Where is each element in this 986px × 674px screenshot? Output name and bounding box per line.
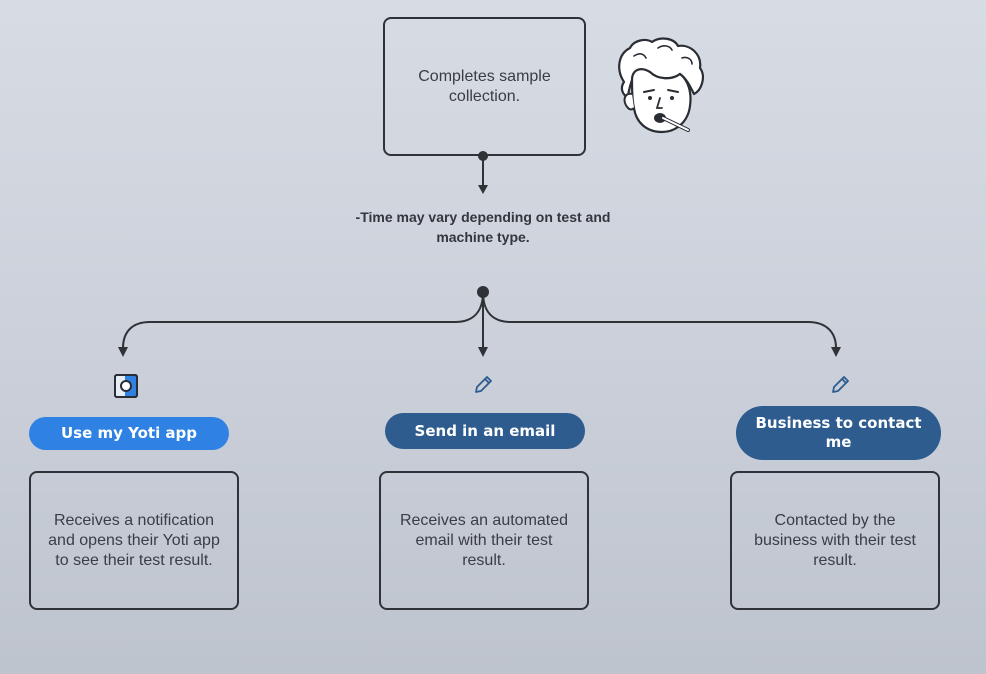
send-email-button[interactable]: Send in an email (385, 413, 585, 449)
branch-left-line (122, 291, 484, 349)
branch-left-arrowhead (118, 347, 128, 357)
branch-right-line (482, 291, 837, 349)
yoti-app-description-card: Receives a notification and opens their … (29, 471, 239, 610)
business-contact-label: Business to contact me (755, 414, 922, 451)
business-description: Contacted by the business with their tes… (754, 511, 916, 569)
top-connector-dot (478, 151, 488, 161)
yoti-app-icon (114, 374, 138, 398)
send-email-label: Send in an email (414, 421, 556, 440)
person-swab-icon (618, 37, 704, 134)
business-contact-button[interactable]: Business to contact me (736, 406, 941, 460)
sample-collection-step: Completes sample collection. (383, 17, 586, 156)
sample-collection-text: Completes sample collection. (418, 67, 551, 105)
yoti-app-description: Receives a notification and opens their … (48, 511, 220, 569)
use-yoti-app-label: Use my Yoti app (60, 424, 198, 442)
use-yoti-app-button[interactable]: Use my Yoti app (29, 417, 229, 450)
email-description: Receives an automated email with their t… (399, 511, 569, 569)
email-description-card: Receives an automated email with their t… (379, 471, 589, 610)
timing-note: -Time may vary depending on test and mac… (355, 209, 611, 245)
branch-right-arrowhead (831, 347, 841, 357)
top-arrowhead (478, 185, 488, 194)
business-description-card: Contacted by the business with their tes… (730, 471, 940, 610)
pencil-icon (475, 376, 492, 393)
pencil-icon (832, 376, 849, 393)
branch-center-arrowhead (478, 347, 488, 357)
